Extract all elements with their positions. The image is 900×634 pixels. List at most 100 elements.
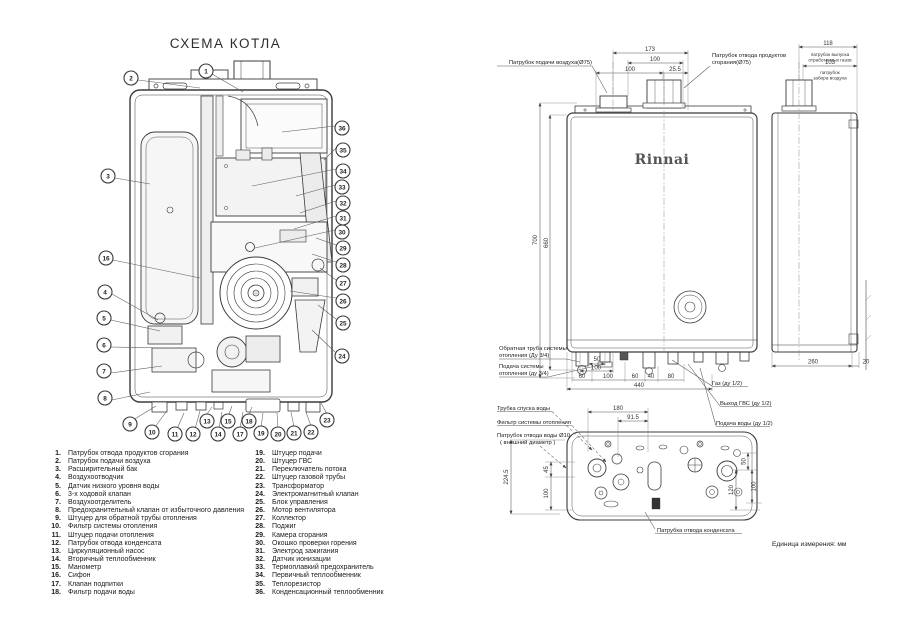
- gas-label: Газ (ду 1/2): [712, 381, 742, 387]
- air-intake-label: Патрубок подачи воздуха(Ø75): [509, 60, 592, 66]
- legend-item: 2.Патрубок подачи воздуха: [55, 458, 151, 466]
- condensate-outlet-label: Патрубка отвода конденсата: [657, 528, 735, 534]
- svg-text:440: 440: [634, 383, 645, 389]
- callout-29: 29: [335, 240, 351, 256]
- svg-text:29: 29: [339, 245, 347, 252]
- svg-text:660: 660: [544, 237, 550, 248]
- legend-item: 10.Фильтр системы отопления: [51, 523, 158, 531]
- callout-19: 19: [253, 425, 269, 441]
- svg-text:60: 60: [579, 374, 586, 380]
- svg-text:5: 5: [102, 315, 106, 322]
- front-view-dimensions: 173 100 100 25.5 700 660 50 100: [533, 47, 713, 391]
- bottom-view: [566, 431, 758, 521]
- legend-item: 12.Патрубок отвода конденсата: [51, 539, 162, 547]
- svg-text:9: 9: [128, 421, 132, 428]
- svg-text:36: 36: [338, 125, 346, 132]
- svg-text:45: 45: [544, 466, 550, 473]
- legend-item: 29.Камера сгорания: [255, 531, 328, 539]
- legend-item: 13.Циркуляционный насос: [51, 547, 145, 555]
- callout-12: 12: [185, 426, 201, 442]
- callout-18: 18: [241, 413, 257, 429]
- front-view: [566, 79, 758, 375]
- callout-36: 36: [334, 120, 350, 136]
- heating-filter-label: Фильтр системы отопления: [497, 420, 571, 426]
- svg-text:103: 103: [825, 60, 836, 66]
- legend-item: 17.Клапан подпитки: [51, 580, 124, 588]
- svg-text:100: 100: [752, 481, 758, 492]
- callout-5: 5: [96, 310, 112, 326]
- callout-31: 31: [335, 210, 351, 226]
- legend-item: 6.3-х ходовой клапан: [55, 490, 131, 498]
- svg-text:25: 25: [339, 320, 347, 327]
- svg-text:118: 118: [823, 41, 833, 47]
- callout-leaders: [110, 73, 337, 430]
- legend-item: 36.Конденсационный теплообменник: [255, 588, 384, 596]
- legend-item: 32.Датчик ионизации: [255, 556, 331, 564]
- callout-9: 9: [122, 416, 138, 432]
- svg-text:7: 7: [102, 368, 106, 375]
- svg-text:забора воздуха: забора воздуха: [813, 76, 847, 81]
- callout-6: 6: [96, 337, 112, 353]
- callout-22: 22: [303, 424, 319, 440]
- callout-34: 34: [335, 163, 351, 179]
- rinnai-logo: Rinnai: [635, 152, 690, 168]
- svg-text:91.5: 91.5: [627, 415, 639, 421]
- legend-item: 34.Первичный теплообменник: [255, 572, 361, 580]
- callout-23: 23: [319, 412, 335, 428]
- water-outlet-label: Патрубок отвода воды Ø10: [497, 433, 570, 439]
- svg-text:14: 14: [214, 431, 222, 438]
- svg-text:50: 50: [594, 357, 601, 363]
- callout-27: 27: [335, 275, 351, 291]
- legend-item: 16.Сифон: [51, 572, 91, 580]
- legend-item: 27.Коллектор: [255, 515, 306, 523]
- callout-30: 30: [334, 224, 350, 240]
- svg-text:13: 13: [203, 418, 211, 425]
- svg-text:22: 22: [307, 429, 315, 436]
- callout-21: 21: [286, 425, 302, 441]
- connection-labels: Газ (ду 1/2) Выход ГВС (ду 1/2) Подача в…: [671, 359, 773, 427]
- callout-25: 25: [335, 315, 351, 331]
- svg-text:260: 260: [808, 360, 819, 366]
- callout-14: 14: [210, 426, 226, 442]
- svg-text:80: 80: [668, 374, 675, 380]
- return-pipe-label: Обратная труба системы: [499, 346, 567, 352]
- legend-item: 11.Штуцер подачи отопления: [51, 531, 154, 539]
- svg-text:24: 24: [338, 353, 346, 360]
- callouts: 1 2 3 4 5 6 7 8 9 10 11 12 13 14 15 16 1…: [96, 63, 351, 442]
- svg-text:18: 18: [245, 418, 253, 425]
- svg-text:100: 100: [544, 488, 550, 499]
- legend-item: 30.Окошко проверки горения: [255, 539, 357, 547]
- bottom-view-labels: Трубка спуска воды Фильтр системы отопле…: [497, 406, 742, 534]
- callout-2: 2: [123, 70, 139, 86]
- side-view: [771, 79, 872, 370]
- legend-item: 9.Штуцер для обратной трубы отопления: [55, 515, 197, 523]
- front-view-labels: Патрубок подачи воздуха(Ø75) Патрубок от…: [497, 53, 786, 378]
- legend-item: 31.Электрод зажигания: [255, 547, 339, 555]
- svg-text:20: 20: [274, 431, 282, 438]
- callout-7: 7: [96, 363, 112, 379]
- callout-16: 16: [98, 250, 114, 266]
- legend-item: 33.Термоплавкий предохранитель: [255, 564, 374, 572]
- callout-11: 11: [167, 426, 183, 442]
- dhw-outlet-label: Выход ГВС (ду 1/2): [720, 401, 771, 407]
- cold-water-label: Подача воды (ду 1/2): [716, 421, 773, 427]
- svg-text:27: 27: [339, 280, 347, 287]
- callout-24: 24: [334, 348, 350, 364]
- flue-label: Патрубок отвода продуктов: [712, 53, 786, 59]
- supply-pipe-label: Подача системы: [499, 364, 544, 370]
- legend-item: 15.Манометр: [51, 564, 102, 572]
- callout-10: 10: [144, 424, 160, 440]
- legend-item: 26.Мотор вентилятора: [255, 507, 336, 515]
- legend-item: 28.Поджиг: [255, 523, 297, 531]
- svg-text:173: 173: [645, 47, 656, 53]
- legend-item: 18.Фильтр подачи воды: [51, 588, 135, 596]
- svg-text:6: 6: [102, 342, 106, 349]
- bottom-view-dimensions: 180 91.5 224.5 45 100 50 120 100: [504, 406, 762, 515]
- legend-item: 14.Вторичный теплообменник: [51, 556, 156, 564]
- svg-text:21: 21: [290, 430, 298, 437]
- legend-left: 1.Патрубок отвода продуктов сгорания 2.П…: [44, 450, 244, 597]
- svg-text:100: 100: [603, 374, 614, 380]
- callout-13: 13: [199, 413, 215, 429]
- svg-text:12: 12: [189, 431, 197, 438]
